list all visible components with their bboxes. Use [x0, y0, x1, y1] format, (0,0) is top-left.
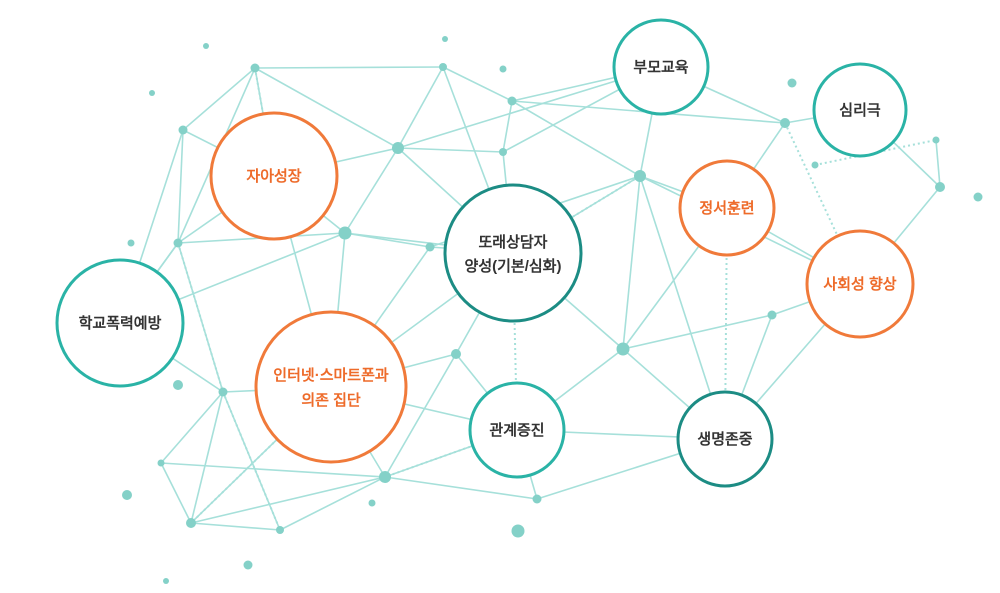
connection-line [254, 67, 399, 149]
connection-line [190, 476, 386, 524]
junction-dot [392, 142, 404, 154]
junction-dot [451, 349, 461, 359]
junction-dot [157, 459, 165, 467]
connection-line [182, 67, 256, 131]
node-self-growth-label: 자아성장 [246, 167, 301, 185]
node-parent-edu: 부모교육 [612, 18, 710, 116]
connection-line [622, 314, 773, 350]
junction-dot [787, 78, 797, 88]
junction-dot [935, 182, 945, 192]
node-violence-prevention: 학교폭력예방 [55, 258, 185, 388]
junction-dot [634, 170, 646, 182]
node-relationship: 관계증진 [468, 381, 566, 479]
connection-line [384, 476, 538, 500]
junction-dot [767, 310, 777, 320]
connection-line [442, 66, 513, 102]
junction-dots [122, 36, 983, 584]
junction-dot [122, 490, 132, 500]
junction-dot [173, 238, 183, 248]
connection-line [222, 391, 281, 531]
junction-dot [811, 161, 819, 169]
connection-line [279, 476, 386, 531]
connection-line [190, 391, 224, 524]
node-internet-group: 인터넷·스마트폰과 의존 집단 [254, 310, 408, 464]
junction-dot [780, 118, 790, 128]
node-peer-counselor-line2: 양성(기본/심화) [465, 257, 562, 275]
connection-line [344, 147, 399, 234]
junction-dot [173, 380, 183, 390]
junction-dot [511, 524, 525, 538]
junction-dot [442, 36, 448, 42]
junction-dot [425, 242, 435, 252]
junction-dot [532, 494, 542, 504]
junction-dot [368, 499, 376, 507]
junction-dot [499, 65, 507, 73]
connection-line [397, 147, 504, 153]
connection-line [160, 391, 224, 464]
node-internet-group-line1: 인터넷·스마트폰과 [273, 366, 389, 384]
connection-line [397, 66, 444, 149]
junction-dot [616, 342, 630, 356]
node-relationship-label: 관계증진 [489, 422, 544, 439]
connection-line [177, 242, 224, 393]
connection-line [724, 207, 728, 440]
node-parent-edu-label: 부모교육 [633, 59, 688, 76]
junction-dot [186, 518, 196, 528]
connection-line [160, 462, 192, 524]
connection-line [177, 129, 184, 244]
connection-line [511, 100, 641, 177]
junction-dot [499, 148, 507, 156]
connection-line [160, 462, 386, 478]
junction-dot [973, 192, 983, 202]
junction-dot [203, 43, 209, 49]
junction-dot [439, 63, 447, 71]
connection-line [384, 429, 518, 478]
junction-dot [932, 136, 940, 144]
junction-dot [178, 125, 188, 135]
node-peer-counselor: 또래상담자 양성(기본/심화) [443, 183, 583, 323]
node-sociality-label: 사회성 향상 [823, 275, 896, 293]
junction-dot [149, 90, 155, 96]
junction-dot [243, 560, 253, 570]
node-internet-group-line2: 의존 집단 [301, 391, 361, 409]
junction-dot [379, 471, 391, 483]
node-psychodrama-label: 심리극 [839, 102, 881, 119]
connection-line [190, 522, 281, 531]
junction-dot [163, 578, 169, 584]
connection-line [622, 175, 641, 350]
connection-line [384, 353, 457, 478]
node-sociality: 사회성 향상 [805, 229, 915, 339]
node-life-respect: 생명존중 [676, 390, 774, 488]
connection-line [502, 100, 513, 153]
node-emotion-training-label: 정서훈련 [699, 199, 754, 217]
node-psychodrama: 심리극 [812, 62, 908, 158]
junction-dot [250, 63, 260, 73]
connection-line [254, 66, 444, 69]
node-violence-prevention-label: 학교폭력예방 [79, 314, 162, 332]
connection-line [935, 139, 941, 188]
node-emotion-training: 정서훈련 [678, 159, 776, 257]
junction-dot [127, 239, 135, 247]
node-life-respect-label: 생명존중 [697, 430, 752, 448]
junction-dot [338, 226, 352, 240]
connection-line [177, 242, 224, 393]
node-self-growth: 자아성장 [209, 111, 339, 241]
junction-dot [507, 96, 517, 106]
node-peer-counselor-line1: 또래상담자 [478, 233, 547, 251]
junction-dot [276, 526, 284, 534]
junction-dot [218, 387, 228, 397]
